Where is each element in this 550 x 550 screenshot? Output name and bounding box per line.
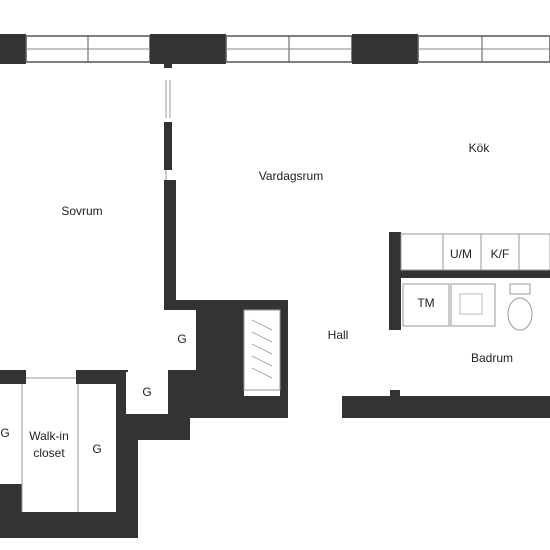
wall-stub-top bbox=[164, 62, 172, 68]
wall-kitchen-left bbox=[389, 232, 401, 330]
wall-bottom-stub bbox=[390, 390, 400, 398]
walkin-area bbox=[0, 370, 190, 538]
wall-bedroom-living bbox=[164, 122, 172, 170]
wall-bedroom-living-lower bbox=[164, 180, 176, 310]
label-g-walkin-left: G bbox=[0, 426, 9, 440]
wall-walkin-step bbox=[126, 414, 190, 440]
wardrobe-g-hall bbox=[166, 310, 196, 370]
tm-box bbox=[402, 283, 450, 327]
wall-bottom-right bbox=[342, 396, 550, 418]
label-walkin-line1: Walk-in bbox=[29, 429, 69, 443]
wall-bedroom-bottom-mid bbox=[76, 370, 128, 384]
label-vardagsrum: Vardagsrum bbox=[259, 169, 323, 183]
wall-closet-right bbox=[280, 300, 288, 418]
label-kok: Kök bbox=[469, 141, 491, 155]
toilet-tank bbox=[509, 283, 531, 295]
kitchen-bath bbox=[389, 232, 550, 331]
coat-closet-hangers bbox=[251, 319, 273, 379]
wall-closet-left bbox=[196, 300, 244, 418]
wall-walkin-bottom bbox=[0, 512, 138, 538]
label-walkin-line2: closet bbox=[33, 446, 65, 460]
label-um: U/M bbox=[450, 247, 472, 261]
walkin-inner bbox=[22, 384, 116, 512]
hall-block bbox=[166, 300, 288, 418]
label-sovrum: Sovrum bbox=[61, 204, 102, 218]
bedroom-living-wall bbox=[164, 62, 284, 310]
top-wall bbox=[0, 34, 550, 64]
label-tm: TM bbox=[417, 296, 434, 310]
wardrobe-g-walkin bbox=[126, 372, 168, 414]
label-g-hall: G bbox=[142, 385, 151, 399]
wall-hall-bottom-left bbox=[168, 370, 196, 418]
coat-closet bbox=[243, 309, 281, 391]
label-kf: K/F bbox=[491, 247, 510, 261]
wall-segment-top-2 bbox=[150, 34, 226, 64]
sink-basin bbox=[459, 293, 483, 315]
label-g-sovrum: G bbox=[177, 332, 186, 346]
toilet-icon bbox=[507, 297, 533, 331]
wall-segment-top-1 bbox=[0, 34, 26, 64]
label-badrum: Badrum bbox=[471, 351, 513, 365]
label-hall: Hall bbox=[328, 328, 349, 342]
wall-hall-bottom bbox=[244, 396, 288, 418]
wall-bedroom-bottom-left bbox=[0, 370, 26, 384]
label-g-walkin-right: G bbox=[92, 442, 101, 456]
wall-segment-top-3 bbox=[352, 34, 418, 64]
kitchen-counter bbox=[400, 233, 550, 271]
wall-kitchen-bath bbox=[389, 270, 550, 278]
